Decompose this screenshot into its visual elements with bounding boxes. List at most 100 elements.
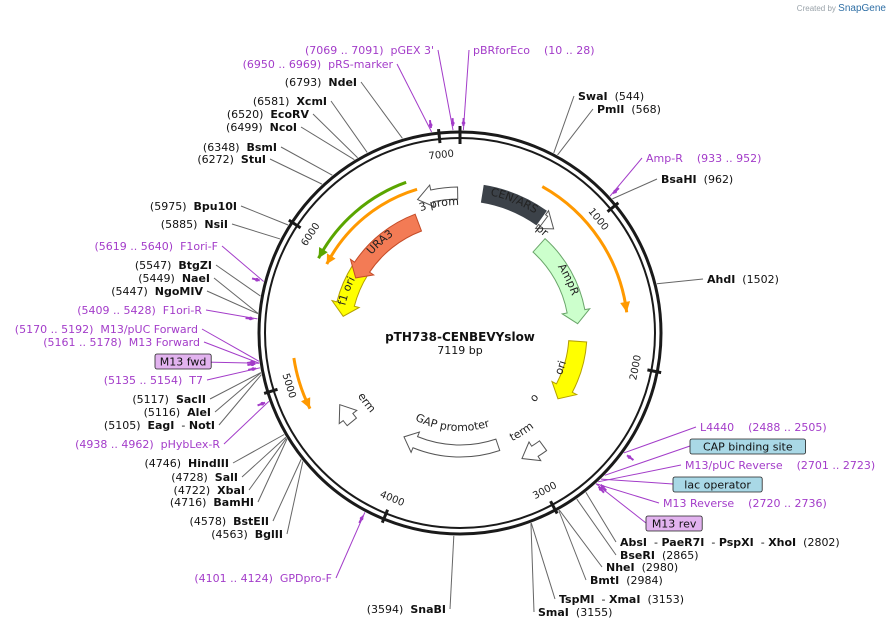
site-label[interactable]: AhdI (1502) [707,273,779,286]
feature-box[interactable] [154,353,212,370]
site-label-part: TspMI [559,593,595,606]
feature-label-path: ori [552,359,569,376]
site-label[interactable]: (4722) XbaI [174,484,245,497]
feature-arrow-f4[interactable] [551,340,588,400]
leader-l32 [213,277,259,314]
feature-outline-f9[interactable] [338,404,358,427]
site-label[interactable]: (4563) BglII [211,528,283,541]
site-label-part: (962) [697,173,734,186]
site-label[interactable]: (5161 .. 5178) M13 Forward [43,336,200,349]
feature-box[interactable] [645,515,703,532]
site-label-part: SwaI [578,90,608,103]
site-label-part: (4722) [174,484,218,497]
site-label[interactable]: (5117) SacII [132,393,206,406]
site-label[interactable]: (5975) Bpu10I [150,200,237,213]
site-label[interactable]: L4440 (2488 .. 2505) [700,421,827,434]
site-label[interactable]: (6272) StuI [197,153,266,166]
site-label[interactable]: (5135 .. 5154) T7 [104,374,203,387]
feature-box[interactable] [689,438,806,455]
feature-outline-f13[interactable] [416,183,459,208]
orf-arrowhead [318,247,328,259]
site-label[interactable]: (6581) XcmI [253,95,327,108]
leader-l42 [360,81,403,139]
leader-l45 [462,49,470,131]
site-label[interactable]: Amp-R (933 .. 952) [646,152,761,165]
feature-box-f1[interactable] [480,184,547,226]
site-label[interactable]: SwaI (544) [578,90,644,103]
site-label[interactable]: (5170 .. 5192) M13/pUC Forward [15,323,198,336]
site-label[interactable]: (5116) AleI [144,406,211,419]
site-label[interactable]: pBRforEco (10 .. 28) [473,44,595,57]
site-label[interactable]: (4716) BamHI [170,496,254,509]
site-label[interactable]: TspMI - XmaI (3153) [559,593,684,606]
site-label-part: (5409 .. 5428) F1ori-R [77,304,202,317]
leader-l10 [576,498,617,556]
site-label[interactable]: BsaHI (962) [661,173,733,186]
site-label-part: (5885) [161,218,205,231]
primer-tick [600,484,607,492]
site-label[interactable]: (5619 .. 5640) F1ori-F [95,240,218,253]
site-label[interactable]: (4728) SalI [171,471,238,484]
site-label[interactable]: BmtI (2984) [590,574,663,587]
site-label[interactable]: (5409 .. 5428) F1ori-R [77,304,202,317]
site-label-part: (3153) [640,593,684,606]
site-label[interactable]: (4101 .. 4124) GPDpro-F [194,572,332,585]
site-label[interactable]: AbsI - PaeR7I - PspXI - XhoI (2802) [620,536,840,549]
site-label-part: BstEII [233,515,269,528]
site-label[interactable]: (4578) BstEII [190,515,269,528]
site-label[interactable]: BseRI (2865) [620,549,699,562]
feature-arrow-f3[interactable] [532,237,591,325]
feature-outline-f7[interactable] [521,440,548,462]
site-label-part: (5170 .. 5192) M13/pUC Forward [15,323,198,336]
site-label[interactable]: (5885) NsiI [161,218,228,231]
site-label[interactable]: (6950 .. 6969) pRS-marker [243,58,394,71]
orf-arrowhead [301,397,311,409]
site-label-part: BglII [255,528,283,541]
site-label[interactable]: (5105) EagI - NotI [104,419,215,432]
feature-outline-f2[interactable] [534,209,555,230]
site-label[interactable]: PmlI (568) [597,103,661,116]
site-label[interactable]: (7069 .. 7091) pGEX 3' [305,44,434,57]
site-label[interactable]: M13 Reverse (2720 .. 2736) [663,497,827,510]
feature-outline-f8[interactable] [403,431,501,458]
site-label-part: (5135 .. 5154) T7 [104,374,203,387]
site-label[interactable]: NheI (2980) [606,561,678,574]
site-label[interactable]: (5449) NaeI [138,272,210,285]
leader-l38 [280,146,333,176]
site-label[interactable]: M13/pUC Reverse (2701 .. 2723) [685,459,875,472]
leader-l17 [286,461,304,535]
site-label[interactable]: (5547) BtgZI [135,259,212,272]
leader-l20 [248,437,287,491]
site-label-part: Bpu10I [194,200,238,213]
tick-1000 [606,201,620,213]
snapgene-credit: Created by SnapGene [797,3,886,14]
primer-tick [245,317,254,320]
site-label[interactable]: (4938 .. 4962) pHybLex-R [75,438,220,451]
site-label-part: (5117) [132,393,176,406]
site-label[interactable]: (3594) SnaBI [367,603,446,616]
tick-label-2000: 2000 [628,354,644,381]
site-label[interactable]: (5447) NgoMIV [111,285,203,298]
site-label[interactable]: SmaI (3155) [538,606,612,619]
leader-l1 [553,95,575,154]
orf-arc [541,185,629,313]
feature-box[interactable] [672,476,763,493]
site-label[interactable]: (4746) HindIII [144,457,229,470]
leader-l26 [209,372,262,400]
site-label-part: - [647,536,661,549]
site-label[interactable]: (6499) NcoI [226,121,297,134]
site-label-part: PaeR7I [662,536,705,549]
site-label[interactable]: (6348) BsmI [203,141,277,154]
site-label[interactable]: (6520) EcoRV [227,108,310,121]
site-label-part: AbsI [620,536,647,549]
leader-l5 [656,278,704,285]
site-label-part: SnaBI [410,603,446,616]
site-label-part: (2865) [655,549,699,562]
site-label-part: XcmI [296,95,327,108]
leader-l22 [232,434,285,464]
site-label[interactable]: (6793) NdeI [285,76,357,89]
feature-arrow-f12[interactable] [349,213,423,279]
site-label-part: BmtI [590,574,619,587]
site-label-part: (4563) [211,528,255,541]
